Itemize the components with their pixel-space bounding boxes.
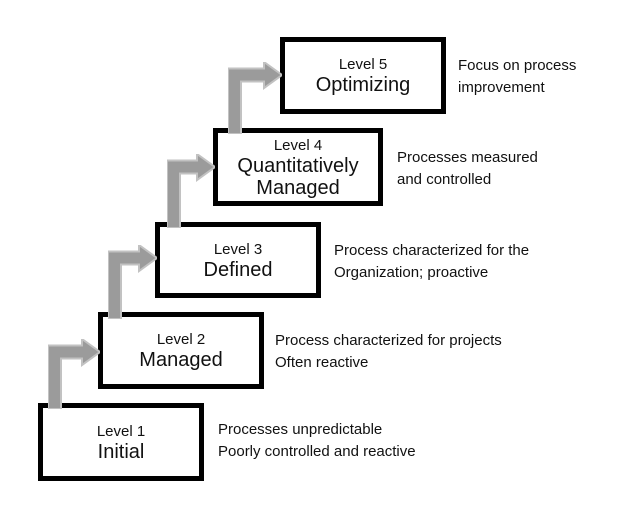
caption-line: Processes unpredictable (218, 421, 383, 438)
level-4-name: Quantitatively Managed (237, 154, 359, 199)
level-2-label: Level 2 (156, 331, 206, 348)
level-3-caption: Process characterized for the Organizati… (334, 240, 529, 284)
caption-line: Often reactive (275, 354, 369, 371)
caption-line: Processes measured (397, 149, 538, 166)
level-5-label: Level 5 (338, 56, 388, 73)
caption-line: and controlled (397, 171, 492, 188)
caption-line: Process characterized for projects (275, 332, 502, 349)
level-3-label: Level 3 (213, 240, 263, 258)
level-5-box: Level 5 Optimizing (280, 37, 446, 114)
caption-line: Process characterized for the (334, 242, 530, 259)
level-5-name: Optimizing (315, 74, 411, 96)
level-1-label: Level 1 (96, 422, 146, 440)
level-2-name: Managed (139, 349, 223, 371)
level-1-name: Initial (97, 440, 145, 463)
level-2-box: Level 2 Managed (98, 312, 264, 389)
caption-line: Organization; proactive (334, 264, 489, 281)
caption-line: Poorly controlled and reactive (218, 443, 416, 460)
caption-line: Focus on process (458, 57, 577, 74)
caption-line: improvement (458, 79, 545, 96)
level-2-caption: Process characterized for projects Often… (275, 330, 502, 374)
level-4-box: Level 4 Quantitatively Managed (213, 128, 383, 206)
level-1-caption: Processes unpredictable Poorly controlle… (218, 419, 416, 463)
level-4-caption: Processes measured and controlled (397, 147, 538, 191)
level-3-name: Defined (203, 258, 273, 281)
level-5-caption: Focus on process improvement (458, 55, 576, 99)
level-1-box: Level 1 Initial (38, 403, 204, 481)
level-4-label: Level 4 (273, 136, 323, 154)
bent-up-arrow-icon (48, 339, 100, 409)
bent-up-arrow-icon (108, 245, 157, 319)
level-3-box: Level 3 Defined (155, 222, 321, 298)
bent-up-arrow-icon (167, 154, 215, 228)
bent-up-arrow-icon (228, 62, 282, 134)
